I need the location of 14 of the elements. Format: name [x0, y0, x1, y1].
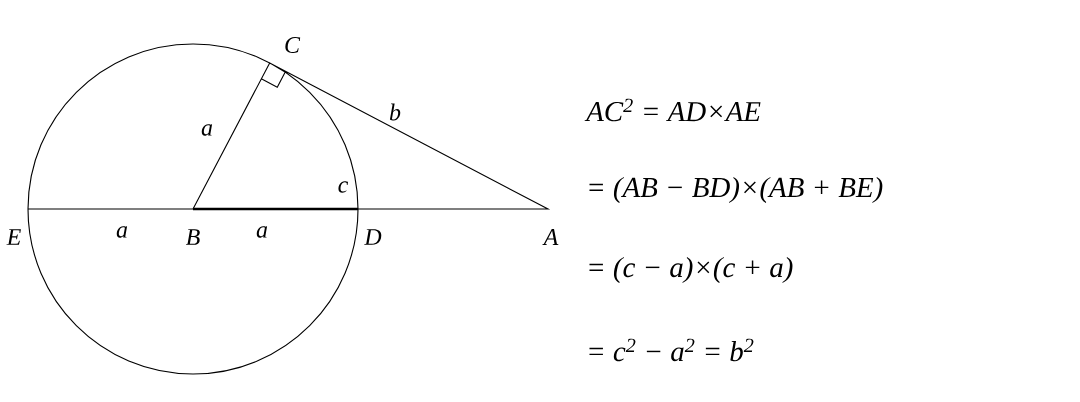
equation: = (AB − BD)×(AB + BE) — [589, 176, 883, 204]
segment-label: a — [116, 226, 128, 238]
point-label: A — [542, 229, 559, 245]
equation: = (c − a)×(c + a) — [589, 256, 793, 284]
point-label: B — [185, 229, 200, 245]
segment-label: b — [389, 103, 401, 121]
segment-label: a — [256, 226, 268, 238]
equation: = c$^{2}$ − a$^{2}$ = b$^{2}$ — [589, 338, 754, 362]
point-label: C — [285, 37, 301, 54]
point-label: E — [6, 229, 21, 245]
equation: AC$^{2}$ = AD×AE — [584, 98, 761, 122]
segment-label: a — [201, 124, 213, 136]
point-label: D — [364, 229, 382, 245]
segment-label: c — [338, 181, 349, 193]
